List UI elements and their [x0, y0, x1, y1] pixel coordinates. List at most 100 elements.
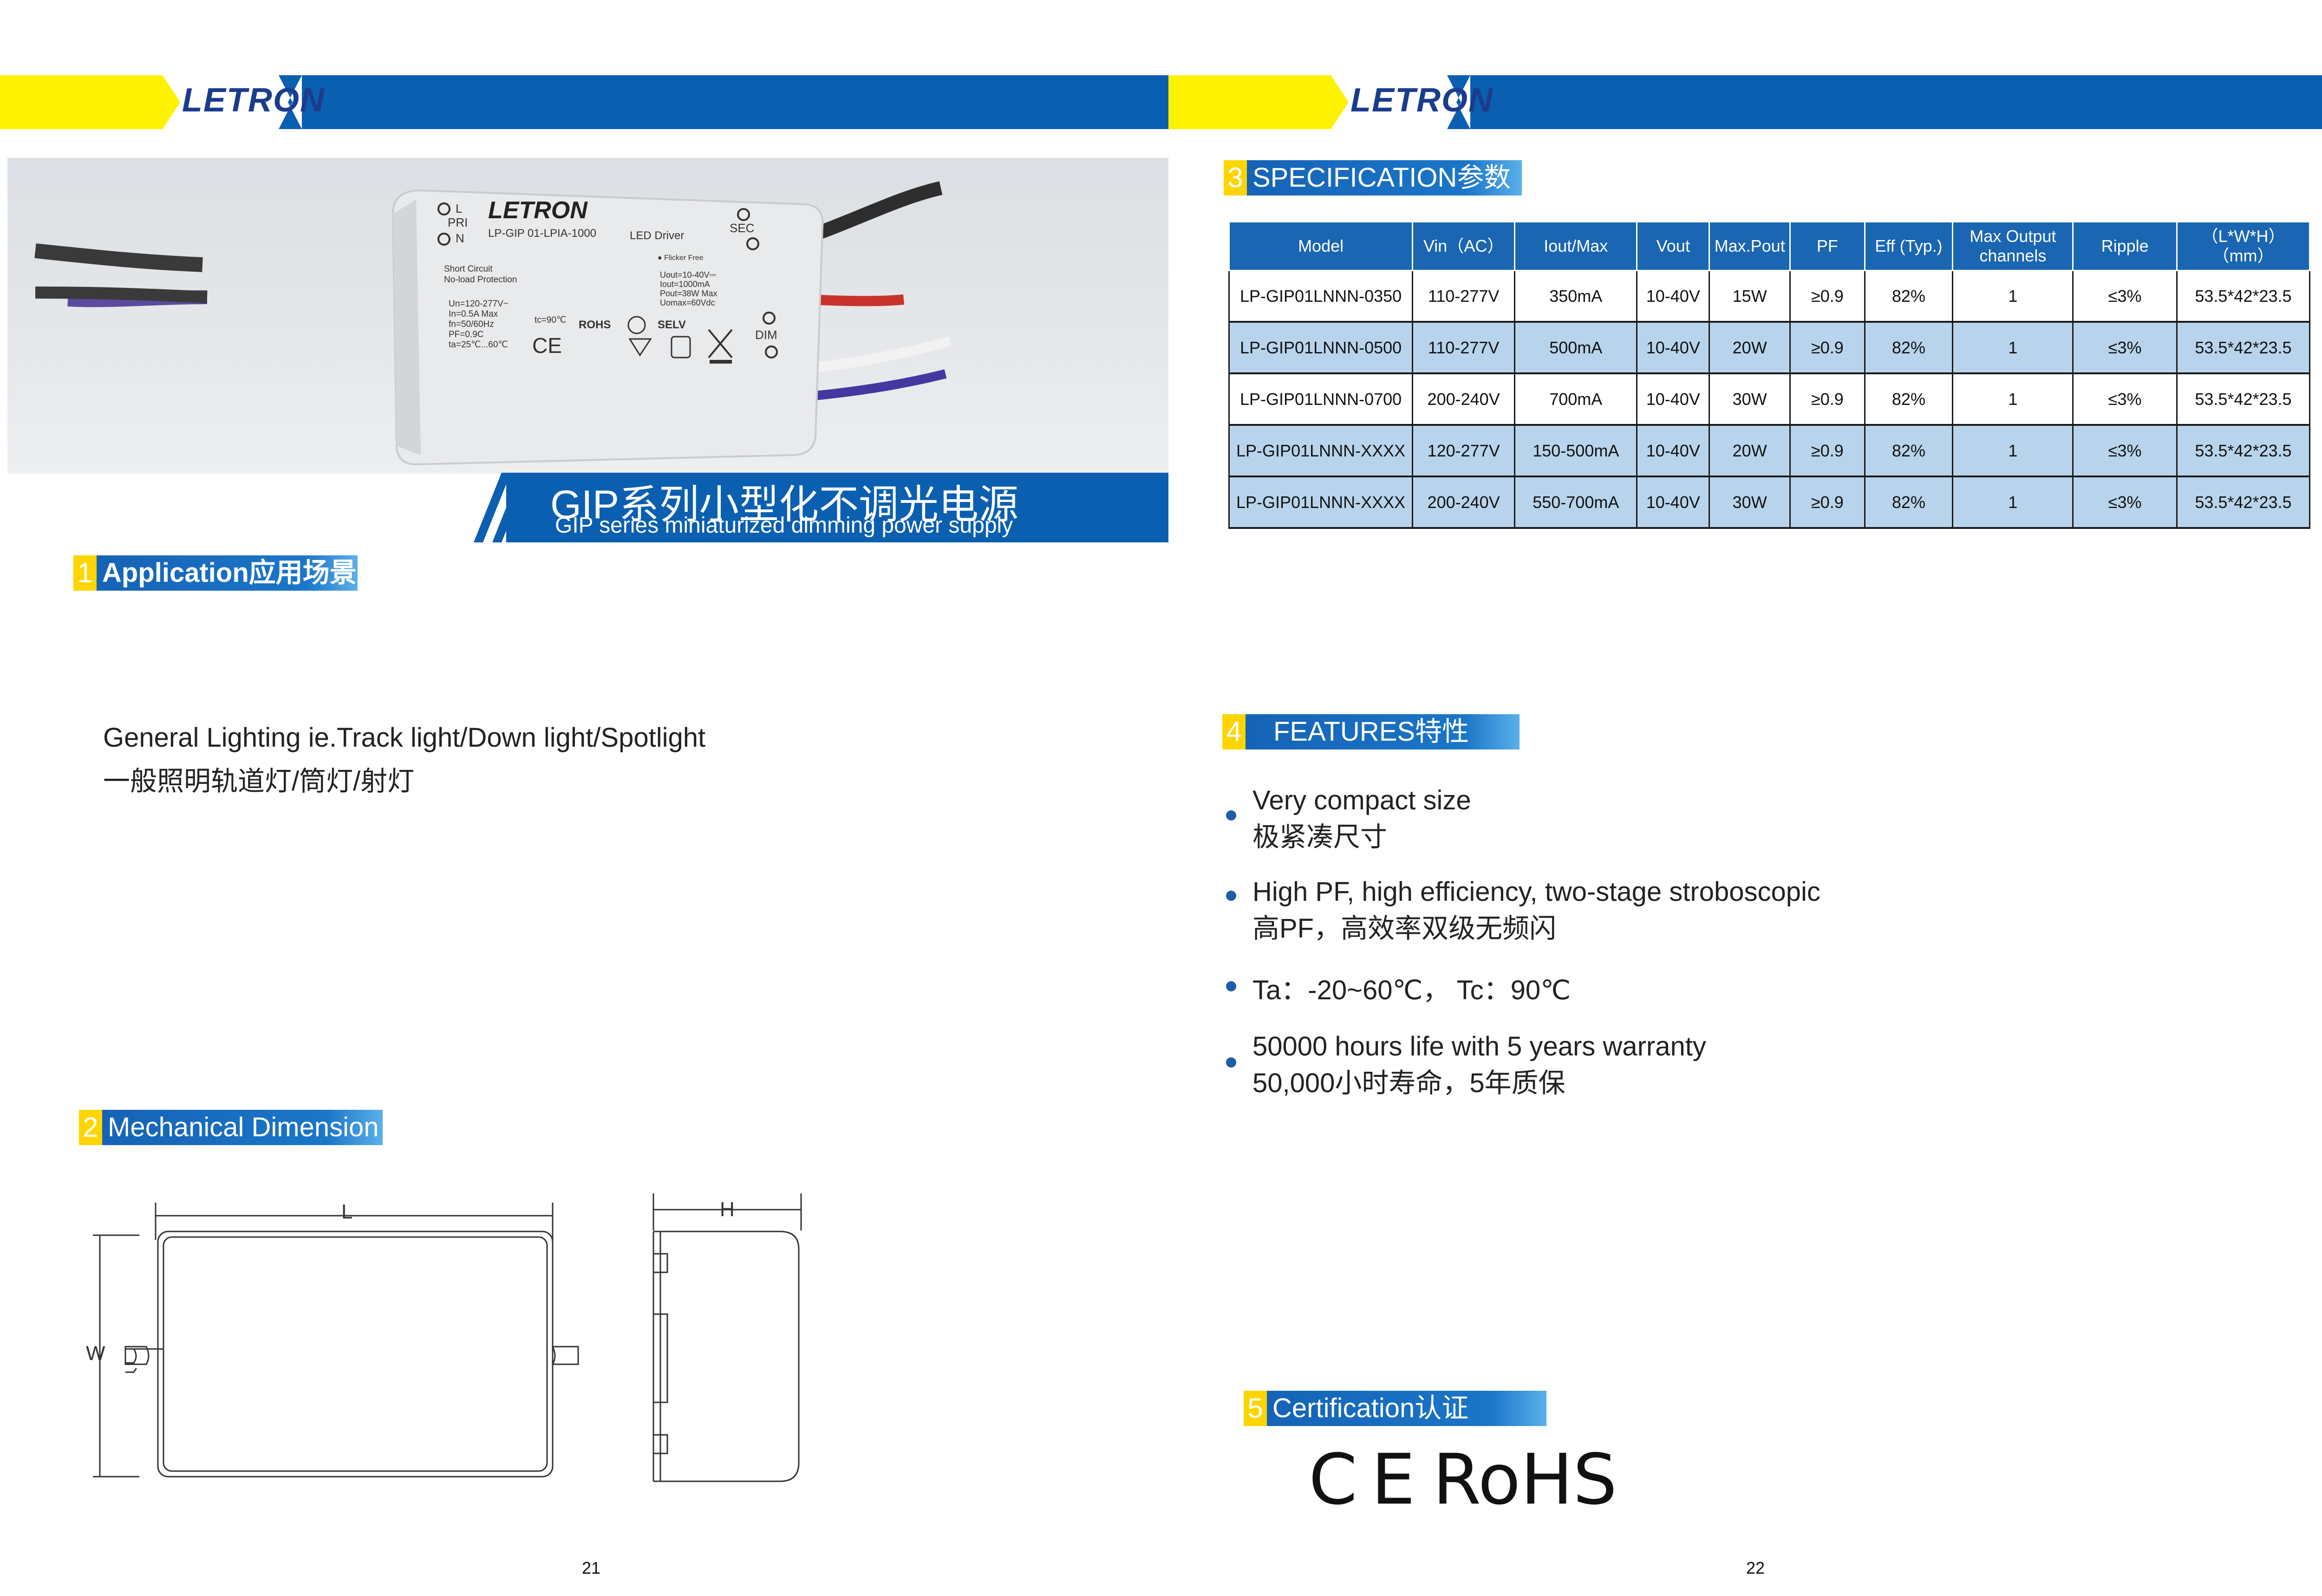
table-row: LP-GIP01LNNN-0700 200-240V 700mA 10-40V … [1228, 373, 2311, 426]
spec-header-channels: Max Output channels [1952, 221, 2074, 271]
product-photo: L PRI N LETRON LP-GIP 01-LPIA-1000 LED D… [7, 158, 1168, 474]
spec-cell: 1 [1952, 373, 2074, 426]
spec-cell: 20W [1709, 322, 1791, 374]
product-label-n: N [456, 231, 464, 245]
spec-header-eff: Eff (Typ.) [1864, 221, 1954, 271]
spec-cell: 20W [1709, 425, 1791, 477]
logo-left: LETRON [182, 82, 325, 119]
spec-cell: 1 [1952, 322, 2074, 374]
product-label-rating-l4: PF=0.9C [449, 330, 484, 339]
spec-table-header-row: Model Vin（AC） Iout/Max Vout Max.Pout PF … [1228, 221, 2311, 271]
feature-1-cn: 极紧凑尺寸 [1252, 822, 1388, 852]
spec-cell: 10-40V [1636, 373, 1710, 426]
table-row: LP-GIP01LNNN-0350 110-277V 350mA 10-40V … [1228, 270, 2311, 323]
spec-cell: LP-GIP01LNNN-XXXX [1228, 425, 1414, 477]
section-5-label: Certification认证 [1267, 1391, 1546, 1426]
spec-header-ripple: Ripple [2072, 221, 2178, 271]
feature-4-cn: 50,000小时寿命，5年质保 [1252, 1068, 1565, 1098]
section-3-number: 3 [1224, 160, 1247, 195]
spec-cell: 1 [1952, 476, 2074, 529]
header-blue-bar-left [288, 75, 1170, 129]
spec-cell: 120-277V [1412, 425, 1516, 477]
product-label-rating-l2: In=0.5A Max [449, 309, 498, 319]
product-label-rating-l1: Un=120-277V~ [449, 299, 509, 309]
mechanical-drawing [93, 1193, 802, 1482]
spec-cell: 150-500mA [1514, 425, 1638, 477]
product-label-rating-r4: Uomax=60Vdc [660, 298, 715, 307]
header-logo-box-right [1331, 75, 1470, 129]
spec-cell: LP-GIP01LNNN-0350 [1228, 270, 1414, 323]
section-1-number: 1 [73, 555, 97, 591]
header-yellow-bar-left [0, 75, 167, 129]
spec-cell: ≥0.9 [1789, 373, 1865, 426]
product-label-ce: CE [532, 333, 562, 358]
product-label-selv: SELV [658, 319, 686, 331]
spec-cell: 200-240V [1412, 476, 1516, 529]
spec-cell: 82% [1864, 322, 1954, 374]
dimension-label-w: W [86, 1342, 105, 1365]
spec-cell: 10-40V [1636, 322, 1710, 374]
spec-cell: 550-700mA [1514, 476, 1638, 529]
spec-cell: 110-277V [1412, 270, 1516, 323]
spec-cell: 82% [1864, 425, 1954, 477]
spec-cell: 82% [1864, 270, 1954, 323]
spec-header-vin: Vin（AC） [1412, 221, 1516, 271]
product-label-brand: LETRON [488, 197, 588, 224]
spec-cell: 53.5*42*23.5 [2176, 373, 2311, 426]
header-yellow-bar-right [1168, 75, 1336, 129]
product-label-type: LED Driver [630, 229, 684, 242]
section-5-number: 5 [1244, 1391, 1267, 1426]
spec-cell: 110-277V [1412, 322, 1516, 374]
spec-cell: LP-GIP01LNNN-XXXX [1228, 476, 1414, 529]
spec-cell: ≤3% [2072, 270, 2178, 323]
header-logo-box-left [163, 75, 302, 129]
spec-header-model: Model [1228, 221, 1414, 271]
spec-cell: 500mA [1514, 322, 1638, 374]
spec-cell: 10-40V [1636, 425, 1710, 477]
section-3-label: SPECIFICATION参数 [1247, 160, 1522, 195]
feature-3-en: Ta：-20~60℃， Tc：90℃ [1252, 975, 1571, 1005]
header-chevrons-left [153, 75, 302, 129]
spec-header-iout: Iout/Max [1514, 221, 1638, 271]
product-label-pri: PRI [448, 215, 468, 229]
section-1-label: Application应用场景 [97, 555, 358, 591]
spec-cell: ≥0.9 [1789, 270, 1865, 323]
spec-cell: 30W [1709, 373, 1791, 426]
hero-title-band [506, 473, 1168, 542]
spec-cell: 53.5*42*23.5 [2176, 476, 2311, 529]
spec-cell: ≤3% [2072, 373, 2178, 426]
spec-cell: 200-240V [1412, 373, 1516, 426]
feature-bullet-3 [1226, 981, 1236, 991]
spec-cell: 10-40V [1636, 270, 1710, 323]
product-label-rating-l5: ta=25℃...60℃ [449, 340, 508, 350]
hero-title-cn: GIP系列小型化不调光电源 [550, 482, 1019, 527]
spec-cell: ≤3% [2072, 476, 2178, 529]
spec-cell: 53.5*42*23.5 [2176, 322, 2311, 374]
application-text-en: General Lighting ie.Track light/Down lig… [103, 723, 706, 753]
header-blue-bar-right [1456, 75, 2322, 129]
product-label-tc: tc=90℃ [535, 315, 566, 325]
spec-cell: 700mA [1514, 373, 1638, 426]
spec-cell: ≤3% [2072, 425, 2178, 477]
spec-header-vout: Vout [1636, 221, 1710, 271]
section-4-label: FEATURES特性 [1246, 714, 1520, 749]
feature-2-en: High PF, high efficiency, two-stage stro… [1252, 877, 1820, 907]
page-number-left: 21 [582, 1558, 601, 1577]
feature-bullet-4 [1226, 1057, 1236, 1068]
spec-cell: 1 [1952, 425, 2074, 477]
ce-mark: CE [1309, 1440, 1429, 1520]
table-row: LP-GIP01LNNN-XXXX 200-240V 550-700mA 10-… [1228, 476, 2311, 529]
feature-1-en: Very compact size [1252, 785, 1471, 815]
page-number-right: 22 [1746, 1558, 1765, 1577]
feature-2-cn: 高PF，高效率双级无频闪 [1252, 913, 1557, 944]
application-text-cn: 一般照明轨道灯/筒灯/射灯 [103, 766, 415, 796]
dimension-label-l: L [341, 1200, 353, 1223]
spec-header-pf: PF [1789, 221, 1865, 271]
spec-header-size: （L*W*H） （mm） [2176, 221, 2311, 271]
dimension-label-h: H [720, 1198, 735, 1221]
product-label-rating-r2: Iout=1000mA [660, 280, 710, 289]
spec-cell: ≥0.9 [1789, 425, 1865, 477]
spec-cell: 82% [1864, 373, 1954, 426]
section-2-number: 2 [79, 1110, 102, 1145]
product-label-rohs: ROHS [579, 319, 611, 331]
